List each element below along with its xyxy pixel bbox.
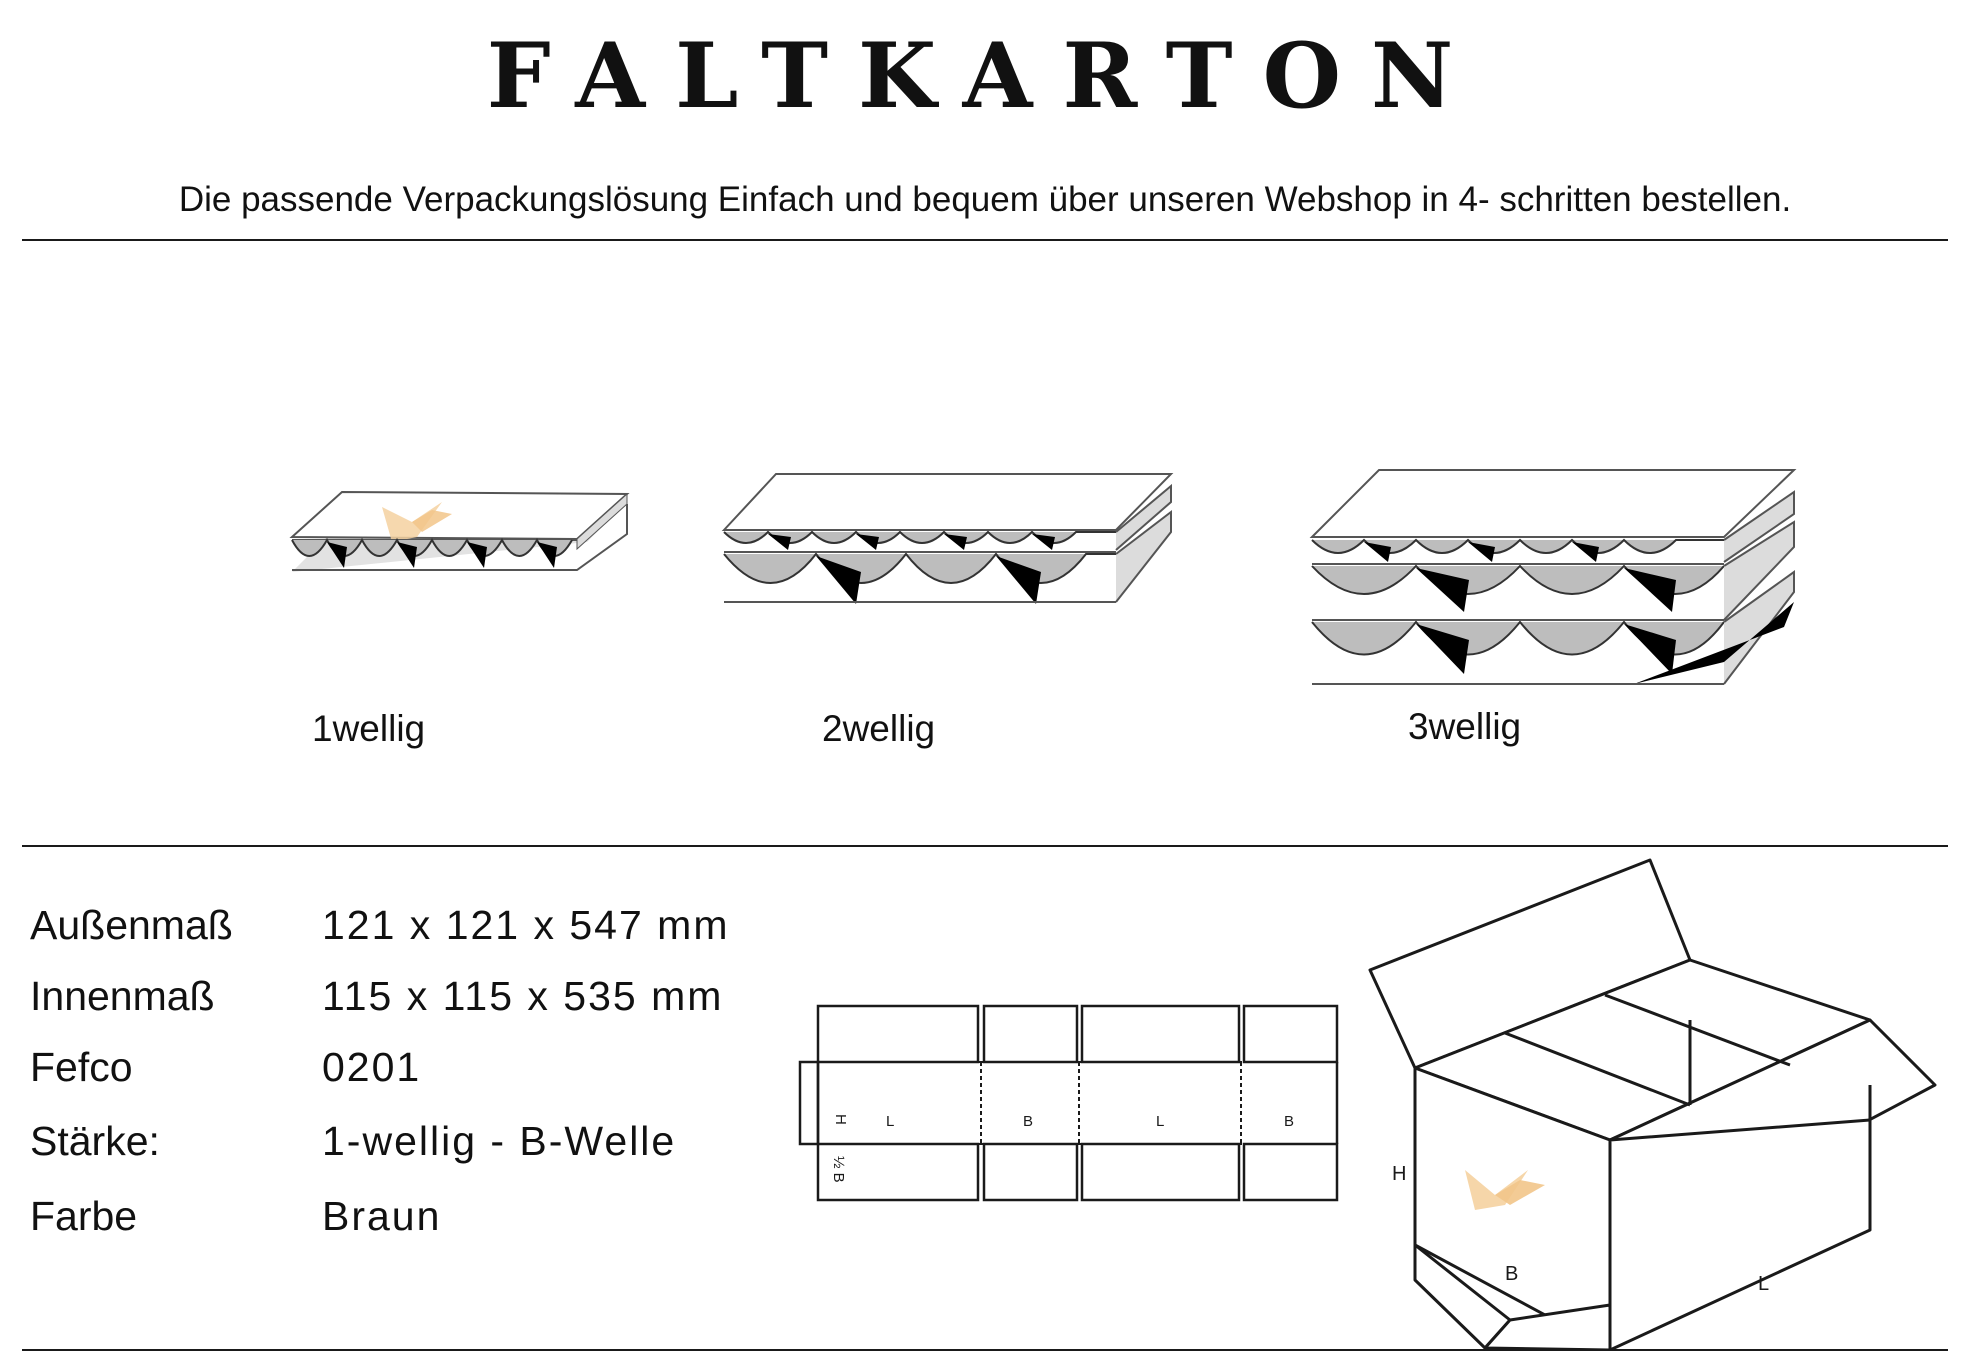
die-cut-label-b-2: B bbox=[1284, 1113, 1294, 1130]
corrugation-label-3: 3wellig bbox=[1408, 706, 1522, 747]
die-cut-label-half-b: ½ B bbox=[830, 1156, 847, 1183]
spec-value-inner-dimensions: 115 x 115 x 535 mm bbox=[322, 973, 724, 1019]
die-cut-label-b-1: B bbox=[1023, 1113, 1033, 1130]
box-label-h: H bbox=[1392, 1163, 1406, 1185]
open-box-diagram: H B L bbox=[1368, 858, 1937, 1350]
corrugation-label-1: 1wellig bbox=[312, 708, 426, 749]
box-label-l: L bbox=[1758, 1273, 1769, 1295]
double-wall-board-illustration bbox=[721, 473, 1174, 604]
die-cut-layout-diagram: H ½ B L B L B bbox=[798, 1004, 1339, 1202]
bottom-divider bbox=[22, 1349, 1948, 1351]
page-title: FALTKARTON bbox=[486, 23, 1484, 129]
top-divider bbox=[22, 239, 1948, 241]
spec-label-color: Farbe bbox=[30, 1193, 138, 1239]
die-cut-label-h: H bbox=[832, 1114, 849, 1125]
die-cut-label-l-2: L bbox=[1156, 1113, 1164, 1130]
crane-logo-box bbox=[1465, 1170, 1545, 1210]
crane-logo bbox=[382, 502, 452, 542]
spec-label-thickness: Stärke: bbox=[30, 1118, 160, 1164]
single-wall-board-illustration bbox=[289, 490, 630, 572]
spec-value-outer-dimensions: 121 x 121 x 547 mm bbox=[322, 902, 730, 948]
triple-wall-board-illustration bbox=[1309, 469, 1797, 685]
spec-label-fefco: Fefco bbox=[30, 1044, 133, 1090]
corrugation-label-2: 2wellig bbox=[822, 708, 936, 749]
spec-label-inner-dimensions: Innenmaß bbox=[30, 973, 215, 1019]
middle-divider bbox=[22, 845, 1948, 847]
box-label-b: B bbox=[1505, 1263, 1518, 1285]
spec-label-outer-dimensions: Außenmaß bbox=[30, 902, 233, 948]
spec-value-thickness: 1-wellig - B-Welle bbox=[322, 1118, 677, 1164]
spec-value-color: Braun bbox=[322, 1193, 442, 1239]
die-cut-label-l-1: L bbox=[886, 1113, 894, 1130]
page-subtitle: Die passende Verpackungslösung Einfach u… bbox=[178, 180, 1792, 219]
spec-value-fefco: 0201 bbox=[322, 1044, 422, 1090]
